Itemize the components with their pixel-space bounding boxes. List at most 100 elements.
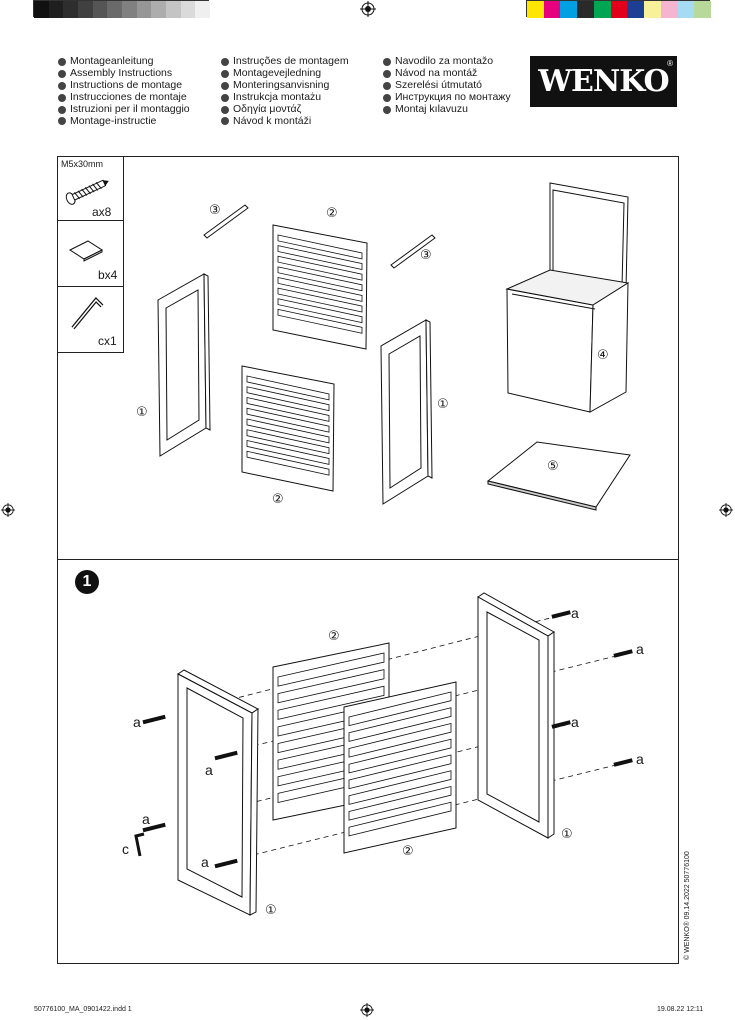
panel-slat bbox=[348, 691, 452, 727]
language-flag-icon bbox=[58, 93, 66, 102]
language-label: Instruções de montagem bbox=[233, 55, 349, 67]
language-label: Navodilo za montažo bbox=[395, 55, 494, 67]
part-label-1: ① bbox=[437, 397, 449, 412]
gray-swatch bbox=[107, 1, 122, 18]
language-flag-icon bbox=[221, 117, 229, 126]
screw-icon bbox=[65, 179, 109, 205]
gray-swatch bbox=[34, 1, 49, 18]
registration-mark-icon bbox=[360, 1, 376, 17]
language-label: Assembly Instructions bbox=[70, 66, 173, 79]
language-entry: Montageanleitung bbox=[58, 55, 190, 68]
panel-slat bbox=[277, 308, 363, 334]
panel-slat bbox=[348, 707, 452, 742]
parts-divider bbox=[57, 286, 123, 287]
color-swatch bbox=[660, 1, 678, 18]
color-swatch bbox=[610, 1, 628, 18]
language-label: Szerelési útmutató bbox=[395, 78, 482, 91]
language-flag-icon bbox=[383, 105, 391, 114]
panel-slat bbox=[348, 801, 452, 837]
screw-label-a: a bbox=[133, 714, 141, 730]
part-label-4: ④ bbox=[597, 348, 609, 363]
step-number-badge: 1 bbox=[75, 570, 99, 594]
language-flag-icon bbox=[58, 69, 66, 78]
slatted-panel-part-2 bbox=[272, 224, 368, 350]
logo-registered-mark: ® bbox=[667, 59, 673, 68]
slatted-panel-part-2 bbox=[241, 365, 335, 492]
side-frame-part-1 bbox=[380, 319, 433, 505]
screw-label-a: a bbox=[142, 811, 150, 827]
gray-swatch bbox=[48, 1, 64, 18]
registration-mark-icon bbox=[719, 503, 733, 517]
language-flag-icon bbox=[383, 93, 391, 102]
section-divider bbox=[57, 559, 678, 560]
color-swatch bbox=[694, 1, 711, 18]
language-flag-icon bbox=[221, 69, 229, 78]
allen-key-icon bbox=[134, 832, 145, 857]
part-label-2: ② bbox=[402, 844, 414, 859]
gray-swatch bbox=[122, 1, 137, 18]
gray-swatch bbox=[151, 1, 166, 18]
part-label-2: ② bbox=[272, 492, 284, 507]
gray-swatch bbox=[180, 1, 196, 18]
gray-swatch bbox=[78, 1, 93, 18]
logo-text: WENKO bbox=[538, 64, 669, 99]
part-label-5: ⑤ bbox=[547, 459, 559, 474]
screw-icon bbox=[142, 610, 633, 869]
language-flag-icon bbox=[221, 57, 229, 66]
panel-slat bbox=[246, 386, 330, 412]
panel-slat bbox=[277, 669, 385, 704]
panel-slat bbox=[348, 754, 452, 790]
language-label: Montageanleitung bbox=[70, 55, 154, 67]
panel-slat bbox=[246, 397, 330, 422]
registration-mark-icon bbox=[1, 503, 15, 517]
part-label-3: ③ bbox=[209, 203, 221, 218]
language-entry: Assembly Instructions bbox=[58, 66, 190, 80]
color-swatch bbox=[593, 1, 611, 18]
language-entry: Montage-instructie bbox=[58, 114, 190, 128]
language-entry: Instrucciones de montaje bbox=[58, 91, 190, 104]
parts-overview-illustration bbox=[157, 182, 631, 511]
screw-size-label: M5x30mm bbox=[61, 159, 104, 169]
language-flag-icon bbox=[221, 105, 229, 114]
panel-slat bbox=[277, 245, 363, 270]
registration-mark-icon bbox=[360, 1003, 374, 1017]
language-flag-icon bbox=[221, 93, 229, 102]
screw-label-a: a bbox=[571, 605, 579, 621]
gray-swatch bbox=[63, 1, 78, 18]
panel-slat bbox=[246, 375, 330, 401]
parts-list bbox=[57, 156, 124, 353]
color-swatch bbox=[560, 1, 578, 18]
panel-slat bbox=[348, 785, 452, 821]
language-entry: Návod k montáži bbox=[221, 115, 349, 128]
copyright-text: © WENKO® 09.14.2022 50776100 bbox=[684, 851, 691, 960]
language-entry: Montaj kılavuzu bbox=[383, 103, 511, 116]
instruction-frame bbox=[57, 156, 679, 964]
part-label-1: ① bbox=[265, 903, 277, 918]
language-flag-icon bbox=[58, 57, 66, 66]
color-swatch bbox=[527, 1, 544, 18]
part-label-2: ② bbox=[328, 629, 340, 644]
front-slatted-panel bbox=[343, 681, 457, 854]
wenko-logo: WENKO ® bbox=[530, 56, 677, 107]
language-entry: Инструкция по монтажу bbox=[383, 91, 511, 104]
color-swatch bbox=[627, 1, 645, 18]
language-entry: Monteringsanvisning bbox=[221, 79, 349, 92]
panel-slat bbox=[277, 652, 385, 687]
panel-slat bbox=[246, 440, 330, 465]
color-swatch bbox=[644, 1, 661, 18]
screw-label-a: a bbox=[205, 762, 213, 778]
panel-slat bbox=[277, 287, 363, 313]
color-calibration-bar bbox=[526, 0, 711, 18]
language-label: Montagevejledning bbox=[233, 66, 322, 79]
gray-swatch bbox=[166, 1, 181, 18]
language-label: Montage-instructie bbox=[70, 114, 157, 127]
language-flag-icon bbox=[58, 81, 66, 90]
part-label-1: ① bbox=[136, 405, 148, 420]
step-1-assembly-illustration bbox=[134, 592, 633, 916]
rod-part-3 bbox=[203, 204, 436, 269]
language-label: Οδηγία μοντάζ bbox=[233, 102, 302, 115]
panel-slat bbox=[246, 429, 330, 455]
panel-slat bbox=[348, 770, 452, 805]
language-flag-icon bbox=[383, 69, 391, 78]
